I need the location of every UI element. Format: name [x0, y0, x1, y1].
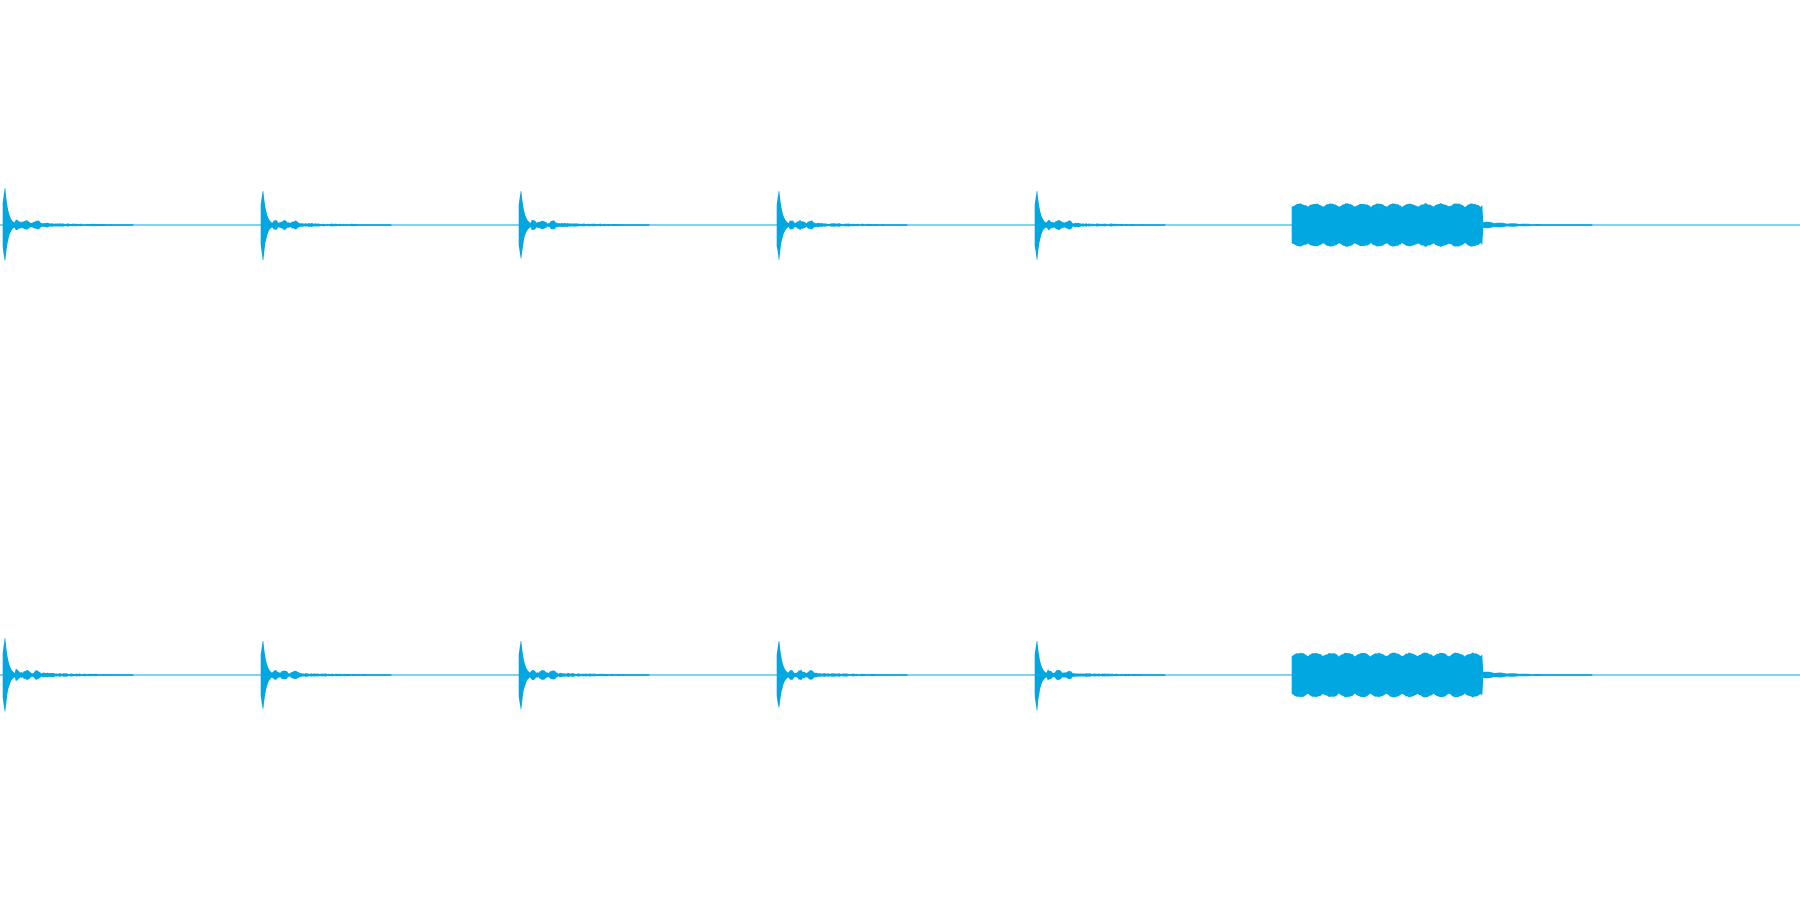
click-transient — [260, 190, 392, 261]
click-transient — [2, 188, 134, 261]
click-transient — [1034, 190, 1166, 260]
tone-burst — [1291, 203, 1593, 247]
channel-2-track — [0, 638, 1800, 712]
click-transient — [1034, 640, 1166, 711]
click-transient — [776, 640, 908, 708]
tone-burst — [1291, 652, 1593, 698]
click-transient — [2, 638, 134, 712]
click-transient — [260, 640, 392, 709]
click-transient — [518, 190, 650, 259]
click-transient — [518, 640, 650, 710]
channel-1-track — [0, 188, 1800, 261]
click-transient — [776, 190, 908, 260]
